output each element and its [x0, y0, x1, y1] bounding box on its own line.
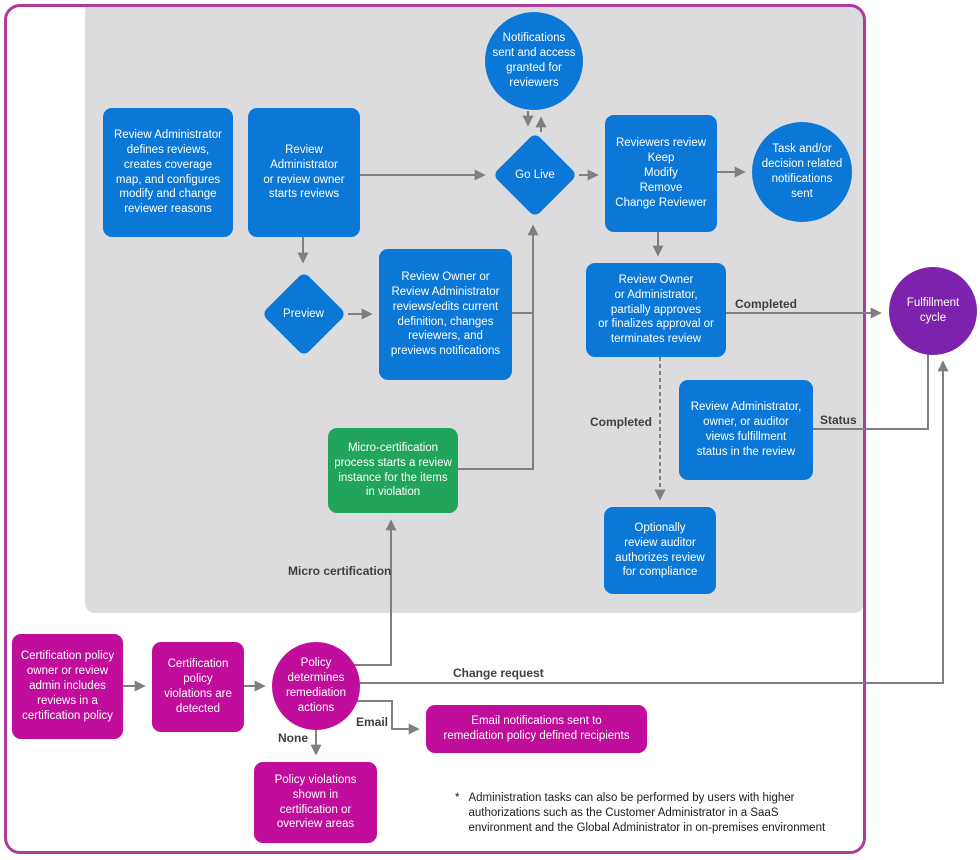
node-reviewers-review: Reviewers review Keep Modify Remove Chan…: [605, 115, 717, 232]
node-owner-approves-finalizes: Review Owner or Administrator, partially…: [586, 263, 726, 357]
go-live-label: Go Live: [515, 168, 555, 181]
node-admin-starts-reviews: Review Administrator or review owner sta…: [248, 108, 360, 237]
node-owner-edits-definition: Review Owner or Review Administrator rev…: [379, 249, 512, 380]
node-cert-policy-owner: Certification policy owner or review adm…: [12, 634, 123, 739]
node-go-live: Go Live: [492, 132, 578, 218]
node-auditor-authorizes: Optionally review auditor authorizes rev…: [604, 507, 716, 594]
node-notifications-access-granted: Notifications sent and access granted fo…: [485, 12, 583, 110]
edge-status-to-fulfillment: [813, 354, 929, 430]
preview-label: Preview: [283, 307, 324, 320]
label-completed-auditor: Completed: [590, 415, 653, 429]
node-micro-certification-process: Micro-certification process starts a rev…: [328, 428, 458, 513]
edge-policy-to-microcert: [353, 519, 397, 666]
edge-changerequest-to-fulfillment: [360, 360, 949, 684]
node-policy-violations-shown: Policy violations shown in certification…: [254, 762, 377, 843]
edge-microcert-to-golive: [458, 224, 539, 470]
node-task-notifications-sent: Task and/or decision related notificatio…: [752, 122, 852, 222]
label-micro-certification: Micro certification: [288, 564, 392, 578]
footnote-text: Administration tasks can also be perform…: [468, 792, 826, 835]
edge-email-to-emailnotif: [355, 700, 420, 735]
label-completed-fulfillment: Completed: [735, 297, 798, 311]
footnote: * Administration tasks can also be perfo…: [455, 791, 855, 837]
label-status: Status: [820, 413, 857, 427]
label-email: Email: [355, 715, 388, 729]
node-policy-determines-remediation: Policy determines remediation actions: [272, 642, 360, 730]
node-policy-violations-detected: Certification policy violations are dete…: [152, 642, 244, 732]
label-change-request: Change request: [453, 666, 544, 680]
node-views-fulfillment-status: Review Administrator, owner, or auditor …: [679, 380, 813, 480]
node-preview: Preview: [260, 270, 347, 358]
footnote-asterisk: *: [455, 792, 460, 804]
node-fulfillment-cycle: Fulfillment cycle: [889, 267, 977, 355]
node-email-notifications: Email notifications sent to remediation …: [426, 705, 647, 753]
label-none: None: [278, 731, 308, 745]
node-review-admin-defines: Review Administrator defines reviews, cr…: [103, 108, 233, 237]
